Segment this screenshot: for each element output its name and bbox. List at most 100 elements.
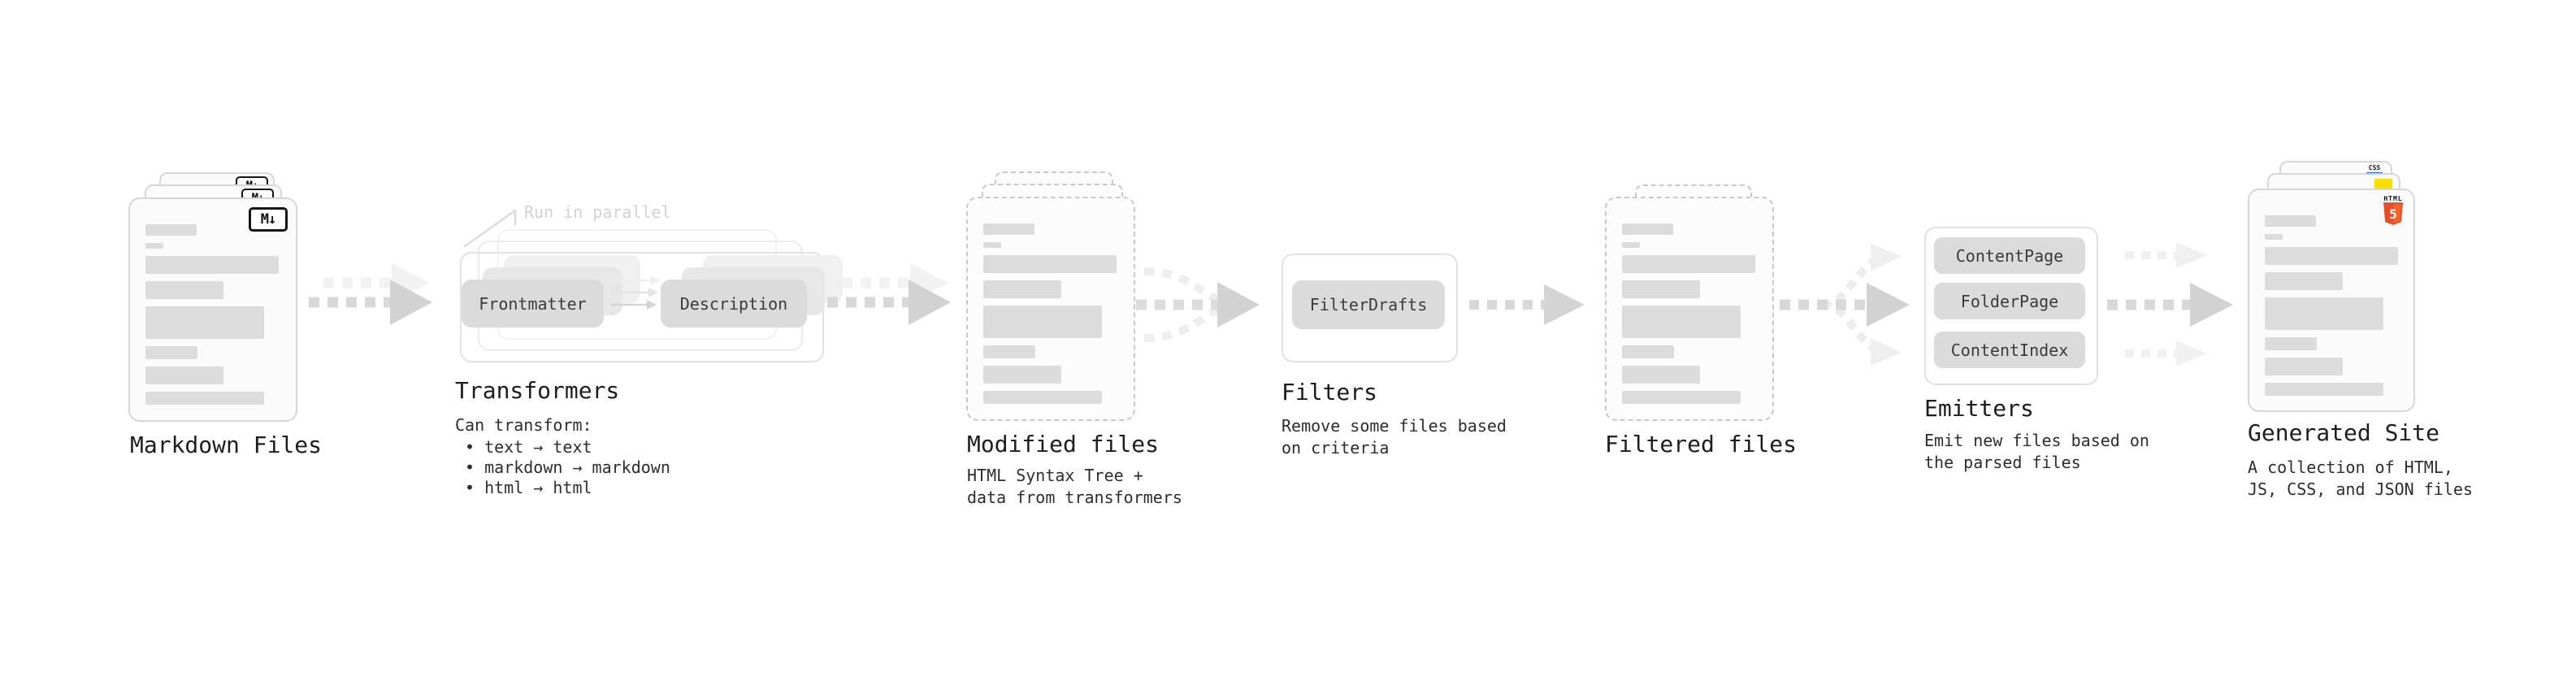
placeholder-line xyxy=(1622,306,1741,338)
filters-frame xyxy=(1281,254,1458,362)
placeholder-line xyxy=(145,243,163,249)
doc-content-lines xyxy=(145,224,279,405)
modified-doc-front xyxy=(966,197,1135,421)
placeholder-line xyxy=(2265,215,2316,227)
stage-title-markdown-files: Markdown Files xyxy=(130,432,323,458)
markdown-doc-back: M↓ xyxy=(159,172,275,241)
description-line: HTML Syntax Tree + xyxy=(967,466,1143,485)
placeholder-line xyxy=(145,224,197,236)
bullet-item: • html → html xyxy=(465,478,592,497)
placeholder-line xyxy=(2265,247,2398,265)
transformer-pill-back xyxy=(703,255,843,303)
annotation-leader-line xyxy=(463,209,517,248)
doc-content-lines xyxy=(1622,223,1755,404)
emitters-description: Emit new files based on the parsed files xyxy=(1924,430,2149,474)
transformer-frame-middle xyxy=(478,241,803,351)
js-icon xyxy=(2374,179,2392,189)
placeholder-line xyxy=(145,392,264,405)
placeholder-line xyxy=(983,345,1035,358)
markdown-doc-front: M↓ xyxy=(128,197,297,422)
html5-number: 5 xyxy=(2389,206,2396,222)
bullet-item: • markdown → markdown xyxy=(465,458,670,477)
placeholder-line xyxy=(983,391,1102,404)
transformer-frame-front xyxy=(460,252,824,362)
arrow-filters-to-filtered xyxy=(1469,284,1585,325)
generated-site-description: A collection of HTML, JS, CSS, and JSON … xyxy=(2248,457,2473,501)
transformer-pill-back xyxy=(504,255,640,303)
run-in-parallel-annotation: Run in parallel xyxy=(524,202,671,222)
stage-title-modified-files: Modified files xyxy=(967,431,1160,458)
placeholder-line xyxy=(2265,272,2343,290)
transformer-pill-middle xyxy=(682,267,825,315)
placeholder-line xyxy=(2265,337,2317,350)
description-line: the parsed files xyxy=(1924,453,2081,472)
bullet-item: • text → text xyxy=(465,437,592,457)
markdown-icon: M↓ xyxy=(236,176,268,196)
arrow-transformers-to-modified xyxy=(827,263,951,325)
transformers-subtitle: Can transform: xyxy=(455,415,592,435)
transformer-pill-frontmatter: Frontmatter xyxy=(462,280,604,327)
placeholder-line xyxy=(1622,255,1755,273)
placeholder-line xyxy=(983,306,1102,338)
placeholder-line xyxy=(2265,358,2343,375)
placeholder-line xyxy=(1622,223,1673,235)
description-line: Remove some files based xyxy=(1281,416,1507,436)
filtered-doc-back xyxy=(1635,184,1752,246)
modified-doc-middle xyxy=(982,184,1123,245)
placeholder-line xyxy=(2265,383,2383,396)
doc-content-lines xyxy=(2265,215,2398,396)
placeholder-line xyxy=(2265,297,2383,330)
stage-title-filters: Filters xyxy=(1281,379,1378,406)
placeholder-line xyxy=(983,280,1061,298)
description-line: JS, CSS, and JSON files xyxy=(2248,479,2473,499)
placeholder-line xyxy=(145,256,279,274)
markdown-icon: M↓ xyxy=(249,207,288,232)
arrow-modified-to-filters xyxy=(1136,267,1260,342)
css-icon-label: CSS xyxy=(2368,164,2381,171)
placeholder-line xyxy=(983,223,1034,235)
placeholder-line xyxy=(1622,242,1640,248)
placeholder-line xyxy=(145,367,223,384)
placeholder-line xyxy=(983,242,1001,248)
filtered-doc-front xyxy=(1605,197,1774,421)
arrow-markdown-to-transformers xyxy=(309,263,432,325)
stage-title-filtered-files: Filtered files xyxy=(1605,431,1798,458)
emitter-pill-contentindex: ContentIndex xyxy=(1934,332,2085,368)
html5-shield: 5 xyxy=(2383,202,2403,225)
modified-doc-back xyxy=(995,171,1113,233)
placeholder-line xyxy=(983,255,1117,273)
html5-icon: HTML 5 xyxy=(2383,195,2403,225)
description-line: A collection of HTML, xyxy=(2248,458,2453,477)
modified-files-description: HTML Syntax Tree + data from transformer… xyxy=(967,465,1182,509)
emitter-pill-folderpage: FolderPage xyxy=(1934,283,2085,319)
css-icon-bar xyxy=(2366,172,2383,175)
transformer-frame-back xyxy=(497,229,777,340)
transform-flow-arrows xyxy=(611,275,660,310)
transformer-pill-middle xyxy=(483,267,622,315)
markdown-icon: M↓ xyxy=(241,189,274,208)
generated-doc-front: HTML 5 xyxy=(2248,189,2415,412)
placeholder-line xyxy=(1622,345,1674,358)
filter-pill-filterdrafts: FilterDrafts xyxy=(1292,280,1445,329)
stage-title-generated-site: Generated Site xyxy=(2248,419,2440,446)
transformers-bullet-list: • text → text • markdown → markdown • ht… xyxy=(465,437,670,498)
placeholder-line xyxy=(145,346,197,359)
placeholder-line xyxy=(983,366,1061,384)
placeholder-line xyxy=(1622,280,1700,298)
placeholder-line xyxy=(1622,366,1700,384)
stage-title-transformers: Transformers xyxy=(455,377,620,404)
html5-icon-label: HTML xyxy=(2383,195,2403,202)
markdown-doc-middle: M↓ xyxy=(145,184,282,253)
stage-title-emitters: Emitters xyxy=(1924,395,2034,422)
generated-doc-back: CSS xyxy=(2279,161,2392,223)
placeholder-line xyxy=(1622,391,1741,404)
generated-doc-middle xyxy=(2267,173,2400,235)
description-line: Emit new files based on xyxy=(1924,431,2149,450)
placeholder-line xyxy=(2265,234,2283,240)
description-line: on criteria xyxy=(1281,438,1390,458)
arrow-emitters-to-generated xyxy=(2107,242,2233,367)
arrow-filtered-to-emitters xyxy=(1780,244,1910,366)
doc-content-lines xyxy=(983,223,1117,404)
description-line: data from transformers xyxy=(967,488,1182,507)
